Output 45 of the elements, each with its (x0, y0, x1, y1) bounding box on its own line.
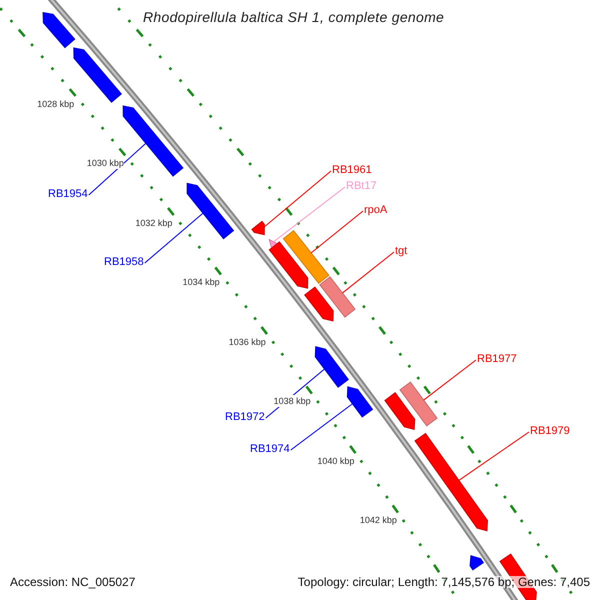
gene-label: RB1954 (48, 188, 88, 200)
leader-line (88, 142, 146, 196)
gene-label: RB1958 (104, 256, 144, 268)
scale-label: 1038 kbp (274, 395, 311, 407)
genome-summary: Topology: circular; Length: 7,145,576 bp; Genes: 7,405 (298, 576, 590, 588)
scale-label: 1042 kbp (360, 514, 397, 526)
gene-label: RB1961 (332, 164, 372, 176)
gene-feature (304, 286, 334, 322)
leader-line (273, 186, 346, 242)
leader-line (458, 432, 530, 481)
gene-label: RBt17 (346, 180, 377, 192)
gene-feature (314, 346, 349, 388)
gene-feature (268, 241, 308, 289)
gene-label: RB1974 (250, 443, 290, 455)
gene-feature (42, 12, 76, 48)
gene-feature (251, 220, 265, 236)
leader-line (310, 210, 364, 254)
scale-label: 1040 kbp (317, 454, 354, 466)
gene-feature (319, 276, 356, 318)
gene-label: rpoA (364, 204, 388, 216)
leader-line (144, 212, 204, 264)
leader-line (264, 170, 332, 228)
gene-label: tgt (395, 245, 408, 257)
leader-line (290, 403, 353, 450)
scale-label: 1028 kbp (37, 98, 74, 110)
gene-feature (346, 386, 374, 418)
scale-label: 1032 kbp (135, 216, 172, 228)
gene-label: RB1979 (530, 425, 570, 437)
gene-feature (470, 555, 484, 571)
leader-line (342, 252, 394, 294)
scale-label: 1030 kbp (86, 157, 124, 169)
gene-feature (414, 432, 488, 532)
gene-feature (73, 47, 122, 103)
accession-label: Accession: NC_005027 (10, 576, 136, 588)
gene-label: RB1972 (225, 411, 265, 423)
title: Rhodopirellula baltica SH 1, complete genome (143, 11, 444, 23)
gene-label: RB1977 (477, 353, 517, 365)
gene-feature (384, 392, 416, 430)
gene-feature (186, 182, 234, 240)
leader-line (423, 360, 476, 401)
scale-label: 1036 kbp (228, 336, 266, 348)
gene-feature (122, 105, 184, 177)
scale-label: 1034 kbp (182, 276, 220, 288)
gene-feature (282, 230, 330, 284)
gene-feature (399, 381, 438, 427)
